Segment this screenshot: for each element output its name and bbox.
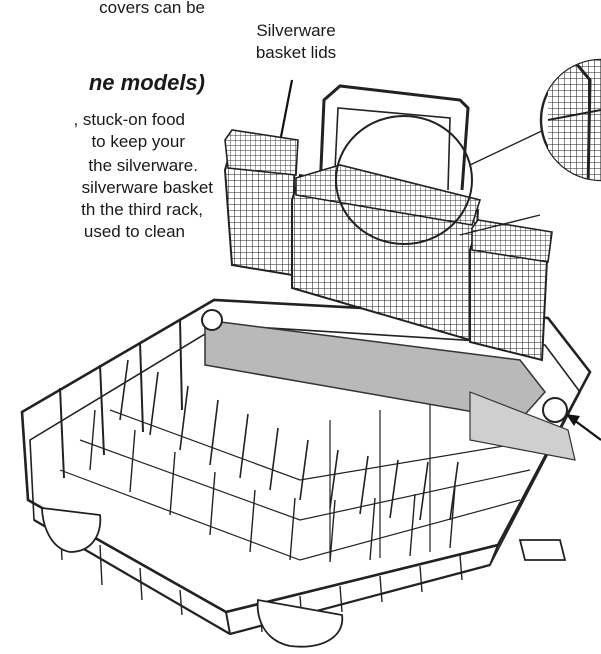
body-text-line: , stuck-on food [73, 110, 185, 129]
callout-line: basket lids [255, 43, 337, 62]
body-text-line: silverware basket [81, 178, 213, 197]
section-heading: ne models) [88, 70, 205, 95]
body-text-line: the silverware. [88, 156, 198, 175]
body-text-line: used to clean [83, 222, 185, 241]
rack-spray-arm [201, 309, 576, 461]
body-text-line: covers can be [99, 0, 205, 17]
callout-line: Silverware [256, 21, 336, 40]
rack-wheels [41, 506, 567, 648]
silverware-basket-lids-callout: Silverware basket lids [236, 20, 356, 64]
body-text-line: th the third rack, [81, 200, 203, 219]
silverware-basket [223, 84, 553, 362]
right-callout-arrow [566, 414, 601, 441]
zoom-detail-circle [539, 58, 601, 182]
body-text-line: to keep your [91, 132, 185, 151]
